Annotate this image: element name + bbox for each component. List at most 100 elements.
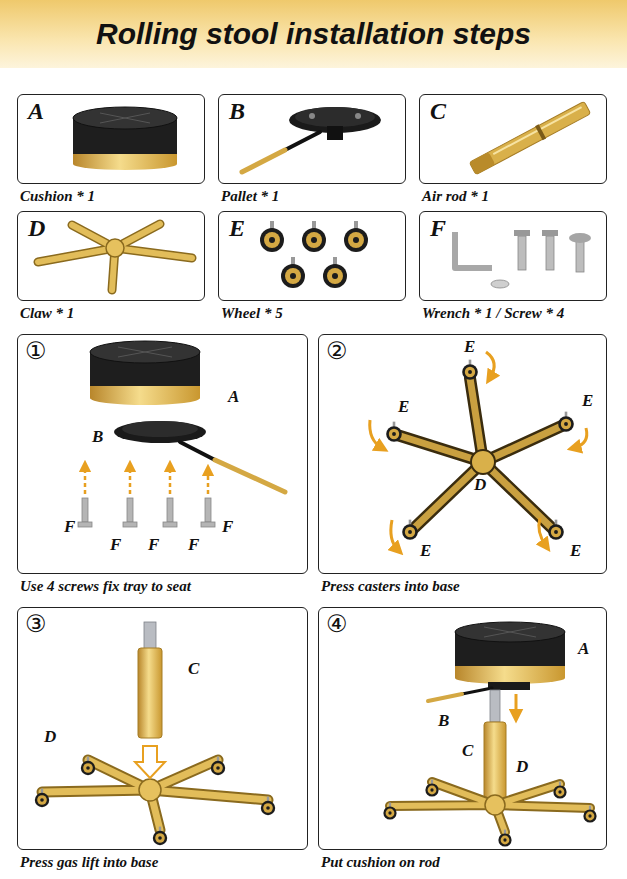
part-label: D — [44, 728, 56, 746]
step1-drawing-part — [78, 498, 215, 527]
part-letter: A — [28, 98, 44, 125]
part-label: A — [578, 640, 589, 658]
step2-drawing-part — [394, 378, 566, 532]
step-caption: Put cushion on rod — [321, 853, 440, 871]
step2-drawing-part — [471, 450, 495, 474]
step1-drawing-part — [180, 442, 215, 460]
page-title: Rolling stool installation steps — [96, 17, 531, 51]
part-box: CAir rod * 1 — [419, 94, 607, 184]
wrench-screws-drawing-part — [514, 230, 530, 236]
step1-drawing-part — [122, 421, 198, 437]
step4-drawing-part — [462, 688, 492, 694]
step1-drawing-part-part — [205, 498, 211, 522]
step1-drawing-part-part — [78, 522, 92, 527]
cushion-drawing-part — [73, 158, 177, 170]
step2-drawing-part-part — [539, 518, 546, 546]
part-label: C — [462, 742, 473, 760]
pallet-drawing-part — [327, 126, 343, 140]
step1-drawing-part-part — [84, 466, 87, 494]
step4-drawing-part — [484, 722, 506, 802]
step2-drawing-part — [548, 520, 564, 540]
step1-drawing-part-part — [167, 498, 173, 522]
step1-drawing-part-part — [127, 498, 133, 522]
banner-band — [0, 0, 627, 68]
step3-drawing-part — [81, 757, 95, 776]
step4-drawing-part — [484, 627, 536, 637]
step3-drawing-part — [153, 827, 167, 846]
step2-drawing-part — [370, 352, 587, 550]
part-label: E — [398, 398, 409, 416]
step3-drawing-part — [138, 648, 162, 738]
wrench-screws-drawing-part — [542, 230, 558, 236]
part-box: BPallet * 1 — [218, 94, 406, 184]
part-caption: Pallet * 1 — [221, 187, 279, 205]
step1-drawing-part — [85, 466, 208, 494]
step4-drawing-part — [455, 622, 565, 642]
step-panel: ③Press gas lift into base — [17, 607, 308, 850]
step-caption: Press casters into base — [321, 577, 460, 595]
step-panel: ②Press casters into base — [318, 334, 607, 574]
step1-drawing-part — [90, 391, 200, 405]
part-label: F — [110, 536, 121, 554]
step3-drawing-part — [139, 779, 161, 801]
part-label: C — [188, 660, 199, 678]
part-label: E — [464, 338, 475, 356]
wrench-screws-drawing — [455, 230, 591, 288]
part-letter: B — [229, 98, 245, 125]
part-label: F — [222, 518, 233, 536]
part-box: DClaw * 1 — [17, 211, 205, 301]
step3-drawing-part — [261, 797, 275, 816]
step4-drawing-part — [498, 830, 511, 847]
title-banner: Rolling stool installation steps — [0, 0, 627, 68]
part-caption: Air rod * 1 — [422, 187, 489, 205]
step1-drawing-part-part — [163, 522, 177, 527]
step-number: ③ — [25, 610, 47, 638]
step3-drawing-part — [211, 757, 225, 776]
step2-drawing-part — [558, 412, 574, 432]
part-letter: C — [430, 98, 446, 125]
wrench-screws-drawing-part — [576, 240, 584, 272]
step-number: ① — [25, 337, 47, 365]
step1-drawing-part-part — [169, 466, 172, 494]
step4-drawing-part — [583, 806, 596, 823]
step1-drawing-part — [215, 460, 285, 492]
step-panel: ①Use 4 screws fix tray to seat — [17, 334, 308, 574]
step2-drawing-part — [394, 378, 566, 532]
claw-drawing-part — [38, 224, 192, 290]
wrench-screws-drawing-part — [518, 236, 526, 270]
part-label: E — [570, 542, 581, 560]
pallet-drawing-part — [242, 150, 285, 172]
step1-drawing-part — [114, 421, 206, 443]
step4-drawing-part — [428, 694, 462, 701]
part-label: D — [516, 758, 528, 776]
air-rod-drawing-part — [469, 101, 590, 174]
step1-drawing — [78, 341, 285, 527]
step2-drawing-part-part — [486, 352, 494, 378]
wrench-screws-drawing-part — [491, 280, 509, 288]
wheel-drawing-part — [302, 221, 326, 252]
step2-drawing-part — [402, 520, 418, 540]
part-label: D — [474, 476, 486, 494]
step1-drawing-part — [118, 347, 172, 357]
pallet-drawing-part — [295, 107, 375, 127]
part-letter: D — [28, 215, 45, 242]
step4-drawing-part — [553, 782, 566, 799]
wrench-screws-drawing-part — [546, 236, 554, 270]
step1-drawing-part — [90, 341, 200, 363]
part-box: ACushion * 1 — [17, 94, 205, 184]
step-panel: ④Put cushion on rod — [318, 607, 607, 850]
step-caption: Use 4 screws fix tray to seat — [20, 577, 191, 595]
part-box: EWheel * 5 — [218, 211, 406, 301]
step4-drawing-part — [485, 795, 505, 815]
step1-drawing-part-part — [123, 522, 137, 527]
part-letter: E — [229, 215, 245, 242]
part-label: A — [228, 388, 239, 406]
step-caption: Press gas lift into base — [20, 853, 158, 871]
air-rod-drawing-part — [469, 152, 495, 175]
step2-drawing-part — [462, 360, 478, 380]
step4-drawing-part — [390, 782, 590, 832]
pallet-drawing — [242, 107, 381, 172]
step2-drawing-part-part — [391, 520, 398, 550]
step4-drawing-part — [390, 782, 590, 832]
